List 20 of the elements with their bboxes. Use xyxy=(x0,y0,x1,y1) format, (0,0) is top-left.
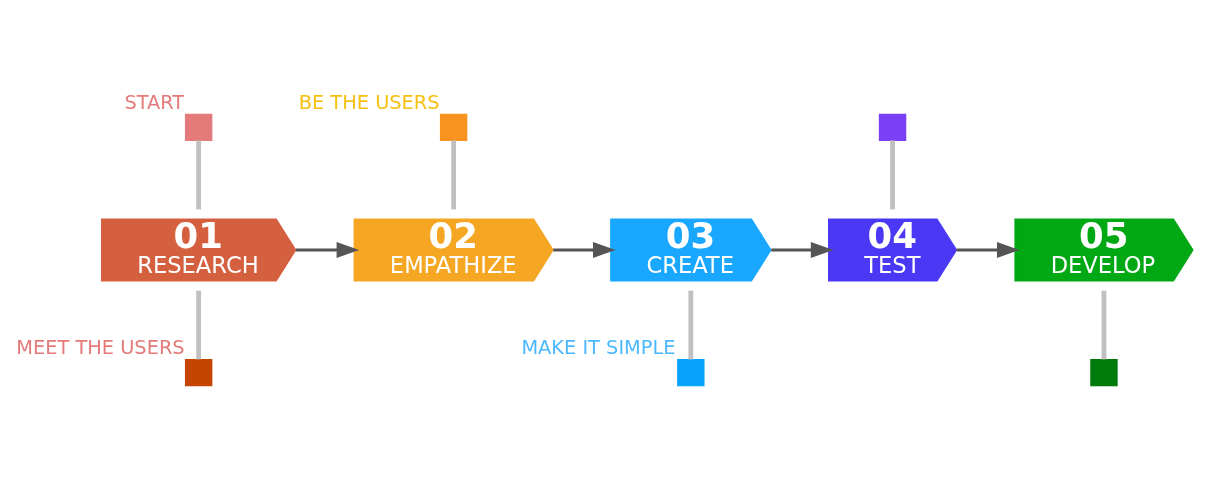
node-box xyxy=(677,358,705,387)
arrow xyxy=(295,242,360,258)
node-label: MAKE IT SIMPLE xyxy=(521,336,676,360)
connector xyxy=(688,290,694,360)
node-box xyxy=(1090,358,1118,387)
node-label: START xyxy=(124,90,185,114)
connector xyxy=(890,140,895,210)
arrow xyxy=(553,242,616,258)
connector xyxy=(196,140,202,210)
connector xyxy=(196,290,202,360)
arrow xyxy=(956,242,1020,258)
node-label: BE THE USERS xyxy=(298,90,440,114)
connector xyxy=(451,140,457,210)
connector xyxy=(1101,290,1107,360)
node-label: MEET THE USERS xyxy=(16,336,185,360)
node-box xyxy=(184,358,213,387)
node-box xyxy=(878,113,907,142)
node-box xyxy=(439,113,468,142)
node-box xyxy=(184,113,213,142)
arrow xyxy=(771,242,834,258)
